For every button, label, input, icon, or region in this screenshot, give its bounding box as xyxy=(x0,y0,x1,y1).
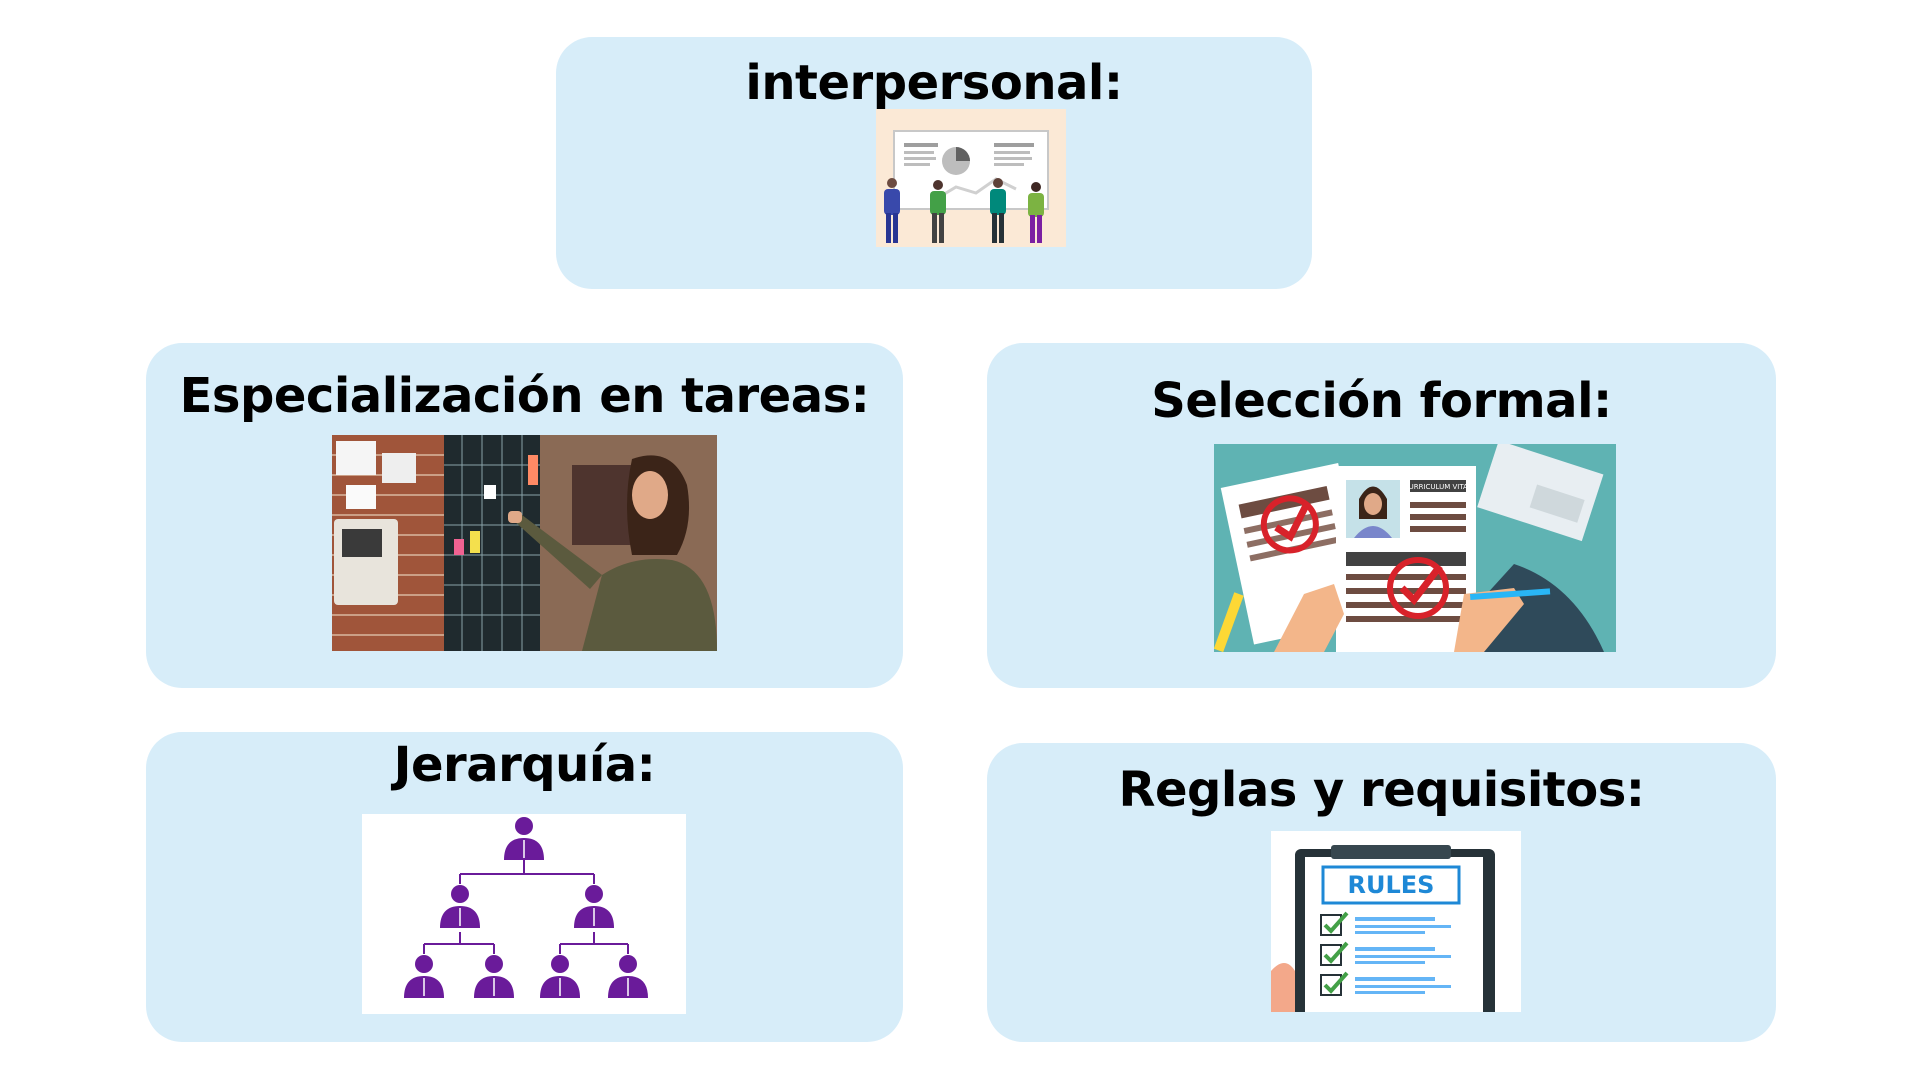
org-chart-icon xyxy=(362,814,686,1014)
rules-label: RULES xyxy=(1348,871,1435,899)
card-interpersonal: interpersonal: xyxy=(556,37,1312,289)
card-title-jerarquia: Jerarquía: xyxy=(393,737,656,793)
task-board-photo xyxy=(332,435,717,651)
presentation-meeting-image xyxy=(876,109,1066,247)
card-title-reglas: Reglas y requisitos: xyxy=(1118,762,1645,818)
card-title-seleccion: Selección formal: xyxy=(1151,373,1612,429)
card-reglas: Reglas y requisitos: RULES xyxy=(987,743,1776,1042)
card-title-interpersonal: interpersonal: xyxy=(745,55,1123,111)
card-seleccion: Selección formal: CURRICULUM xyxy=(987,343,1776,688)
cv-label: CURRICULUM VITAE xyxy=(1404,483,1473,491)
card-jerarquia: Jerarquía: xyxy=(146,732,903,1042)
card-especializacion: Especialización en tareas: xyxy=(146,343,903,688)
card-title-especializacion: Especialización en tareas: xyxy=(179,368,870,424)
rules-checklist-image: RULES xyxy=(1271,831,1521,1012)
cv-review-image: CURRICULUM VITAE xyxy=(1214,444,1616,652)
